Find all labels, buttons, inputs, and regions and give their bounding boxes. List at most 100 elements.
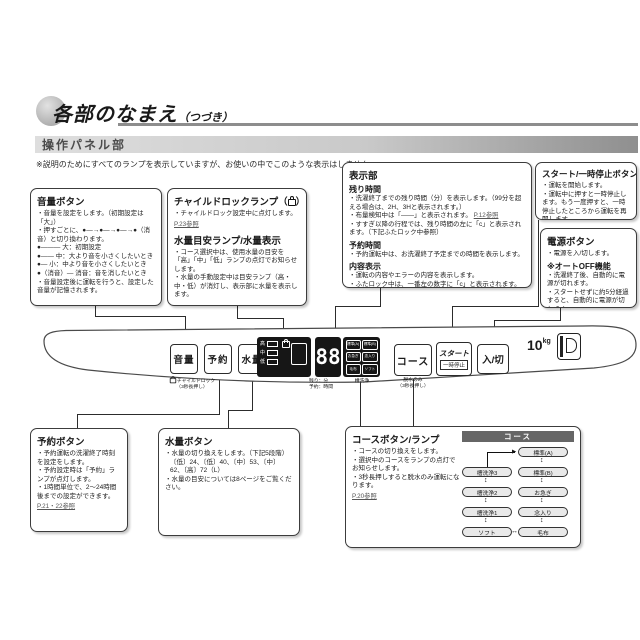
display-unit-label: 残り：分予約：時間 [309, 379, 333, 391]
callout-line: ・すすぎ以降の行程では、残り時間の左に「c」と表示されます。（下記ふたロック中参… [349, 220, 522, 237]
lamp-bar [267, 341, 279, 347]
callout-line: ●――― 大：初期設定 [37, 244, 102, 252]
callout-line: ・選択中のコースをランプの点灯でお知らせします。 [352, 456, 456, 473]
callout-water-button: 水量ボタン ・水量の切り換えをします。（下記5段階） 〔低〕24、〔低〕40、〔… [158, 428, 300, 536]
connector [228, 410, 229, 428]
callout-line: ・ふたロック中は、一番左の数字に「c」と表示されます。 [349, 281, 521, 288]
start-pause-button: スタート 一時停止 [436, 342, 472, 376]
lamp-bar [267, 350, 279, 356]
callout-line: ・音量設定後に運転を行うと、設定した音量が記憶されます。 [37, 278, 154, 295]
course-pill: 念入り [518, 507, 568, 517]
loop-arrow-line [487, 452, 488, 467]
callout-line: ・1時間単位で、2～24時間後までの設定ができます。 [37, 484, 117, 500]
course-pill: ソフト [462, 527, 512, 537]
callout-line: ・予約運転中は、お洗濯終了予定までの時間を表示します。 [349, 250, 524, 258]
course-lamp: ソフト [362, 363, 378, 375]
capacity-label: 10 kg [527, 337, 551, 353]
callout-line: ・チャイルドロック設定中に点灯します。 [174, 210, 297, 217]
course-lamp: 標準(B) [362, 339, 378, 351]
callout-childlock-lamp: チャイルドロックランプ（） ・チャイルドロック設定中に点灯します。 P.23参照… [167, 188, 307, 306]
arrow-left-right-icon: ↔ [511, 528, 518, 535]
connector [77, 414, 78, 428]
connector [452, 306, 453, 342]
connector [237, 318, 283, 319]
lock-icon [169, 375, 177, 384]
course-lamp: 毛布 [345, 363, 361, 375]
callout-subtitle: 残り時間 [349, 185, 381, 194]
arrow-up-down-icon: ↕ [540, 497, 544, 504]
capacity-number: 10 [527, 337, 543, 353]
callout-line: ・水量の手動設定中は目安ランプ（高・中・低）が消灯し、表示部に水量を表示します。 [174, 274, 298, 299]
course-pill: 槽洗浄2 [462, 487, 512, 497]
arrow-up-down-icon: ↕ [540, 477, 544, 484]
page-reference: P.21・22参照 [37, 503, 76, 511]
arrow-up-down-icon: ↕ [484, 477, 488, 484]
callout-title: コースボタン/ランプ [352, 435, 440, 446]
course-pill: 標準(A) [518, 447, 568, 457]
water-level-lamps: 高 中 低 [260, 341, 279, 365]
connector [237, 302, 238, 318]
callout-volume-button: 音量ボタン ・音量を設定をします。（初期設定は「大」） ・押すごとに、●―→●―… [30, 188, 162, 306]
page-reference: P.12参照 [473, 212, 499, 220]
callout-line: 〔低〕24、〔低〕40、〔中〕53、〔中〕62、〔高〕72（L） [170, 458, 280, 475]
page-title-suffix: （つづき） [178, 112, 233, 124]
lamp-bar [267, 359, 279, 365]
water-amount-display [291, 343, 307, 365]
page-reference: P.20参照 [352, 492, 377, 500]
lock-icon [287, 196, 296, 206]
page-title: 各部のなまえ（つづき） [52, 98, 233, 127]
callout-line: ・洗濯終了までの残り時間（分）を表示します。（99分を超える場合は、2H、3Hと… [349, 195, 522, 211]
section-header-label: 操作パネル部 [42, 138, 127, 152]
course-pill: お急ぎ [518, 487, 568, 497]
callout-line: ●（消音）― 消音：音を消したいとき [37, 270, 147, 278]
callout-line: ・音量を設定をします。（初期設定は「大」） [37, 210, 144, 226]
arrow-up-down-icon: ↕ [484, 517, 488, 524]
course-lamp: 標準(A) [345, 339, 361, 351]
callout-line: ・運転を開始します。 [542, 182, 607, 189]
lamp-label-mid: 中 [260, 349, 266, 356]
connector [283, 318, 284, 337]
course-lamp-panel: 標準(A) 標準(B) お急ぎ 念入り 毛布 ソフト [343, 337, 380, 377]
tub-clean-label: 槽洗浄 [354, 379, 370, 384]
course-pill: 槽洗浄1 [462, 507, 512, 517]
course-pill: 標準(B) [518, 467, 568, 477]
connector [335, 306, 381, 307]
callout-subtitle: 予約時間 [349, 240, 381, 250]
callout-line: ・布量検知中は「――」と表示されます。 P.12参照 [349, 212, 499, 220]
callout-subtitle: 内容表示 [349, 262, 381, 272]
connector [494, 320, 561, 321]
connector [219, 376, 220, 414]
callout-line: ・水量の目安については8ページをご覧ください。 [165, 475, 292, 492]
loop-arrow-icon: ▶ [512, 448, 517, 455]
callout-line: ・押すごとに、●―→●―→●―→●（消音）と切り換わります。 [37, 227, 151, 243]
callout-title: 水量目安ランプ/水量表示 [174, 235, 281, 247]
callout-line: ・コースの切り換えをします。 [352, 448, 443, 455]
spin-only-hint-label: 脱水のみ（3秒長押し） [397, 378, 429, 390]
page-title-text: 各部のなまえ [52, 104, 178, 126]
connector [413, 376, 414, 426]
connector [95, 302, 96, 316]
lamp-label-low: 低 [260, 358, 266, 365]
header-underline [118, 123, 638, 126]
connector [560, 308, 561, 320]
callout-line: ・予約運転の洗濯終了時刻を設定をします。 [37, 450, 115, 466]
page-reference: P.23参照 [174, 220, 199, 228]
callout-title: 表示部 [349, 171, 378, 182]
loop-arrow-line [487, 452, 515, 453]
volume-button: 音量 [170, 344, 198, 374]
callout-title: 電源ボタン [547, 237, 595, 248]
start-label: スタート [439, 349, 469, 358]
connector [335, 306, 336, 337]
connector [360, 377, 361, 426]
childlock-hint-label: チャイルドロック（3秒長押し） [158, 375, 226, 392]
connector [538, 220, 539, 306]
arrow-up-down-icon: ↕ [540, 517, 544, 524]
callout-line: ・3秒長押しすると脱水のみ運転になります。 [352, 473, 460, 490]
course-button: コース [394, 344, 432, 376]
callout-line: ・電源を入/切します。 [547, 250, 614, 257]
callout-line: ・洗濯終了後、自動的に電源が切れます。 [547, 271, 625, 288]
course-lamp: 念入り [362, 351, 378, 363]
arrow-up-down-icon: ↕ [540, 457, 544, 464]
callout-line: ・予約設定時は「予約」ランプが点灯します。 [37, 467, 115, 483]
callout-display: 表示部 残り時間 ・洗濯終了までの残り時間（分）を表示します。（99分を超える場… [342, 162, 532, 288]
